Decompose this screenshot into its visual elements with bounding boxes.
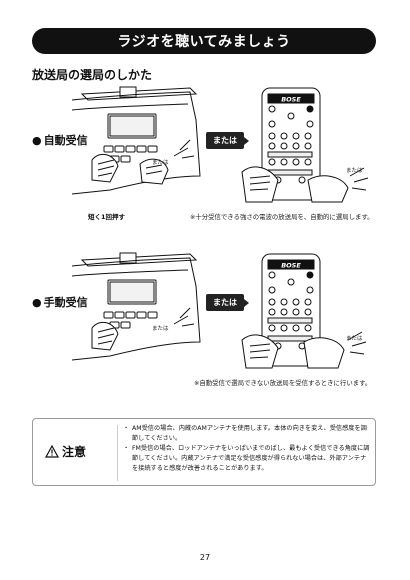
page-number: 27 — [199, 553, 211, 562]
auto-or-badge: または — [206, 132, 249, 149]
remote-control-illustration-auto: BOSE — [241, 87, 369, 203]
manual-or-badge: または — [206, 294, 249, 311]
radio-unit-illustration-auto — [71, 86, 201, 195]
page-title: ラジオを聴いてみましょう — [117, 34, 291, 50]
warning-triangle-icon — [45, 445, 59, 458]
short-press-instruction: 短く1回押す — [88, 213, 126, 221]
caution-item: AM受信の場合、内蔵のAMアンテナを使用します。本体の向きを変え、受信感度を調節… — [123, 424, 371, 444]
bullet-dot-icon: ● — [32, 295, 42, 309]
auto-remote-or-text: または — [346, 168, 363, 174]
radio-unit-illustration-manual — [71, 252, 201, 361]
caution-heading: 注意 — [45, 443, 86, 460]
manual-mode-note: ※自動受信で選局できない放送局を受信するときに行います。 — [194, 379, 372, 387]
caution-title: 注意 — [62, 445, 87, 459]
caution-divider — [117, 425, 118, 481]
manual-remote-or-text: または — [346, 336, 363, 342]
manual-device-or-text: または — [152, 326, 169, 332]
auto-mode-note: ※十分受信できる強さの電波の放送局を、自動的に選局します。 — [190, 213, 374, 221]
manual-mode-text: 手動受信 — [43, 296, 88, 309]
bullet-dot-icon: ● — [32, 133, 42, 147]
caution-box: 注意 AM受信の場合、内蔵のAMアンテナを使用します。本体の向きを変え、受信感度… — [32, 418, 376, 486]
remote-brand-logo: BOSE — [281, 262, 301, 270]
auto-device-or-text: または — [152, 160, 169, 166]
auto-mode-text: 自動受信 — [43, 134, 88, 147]
caution-item: FM受信の場合、ロッドアンテナをいっぱいまでのばし、最もよく受信できる角度に調節… — [123, 444, 371, 474]
remote-control-illustration-manual: BOSE — [241, 253, 367, 369]
caution-list: AM受信の場合、内蔵のAMアンテナを使用します。本体の向きを変え、受信感度を調節… — [123, 424, 371, 474]
remote-brand-logo: BOSE — [281, 96, 301, 104]
auto-mode-label: ● 自動受信 — [32, 132, 88, 148]
manual-mode-label: ● 手動受信 — [32, 294, 88, 310]
section-title: 放送局の選局のしかた — [32, 68, 153, 82]
page-title-banner: ラジオを聴いてみましょう — [32, 28, 376, 54]
